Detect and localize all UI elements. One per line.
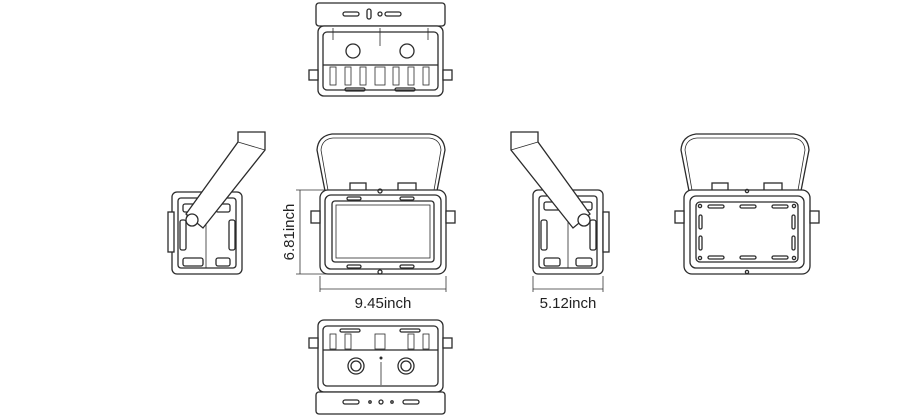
rear-view bbox=[674, 133, 820, 275]
bottom-view bbox=[308, 319, 453, 415]
right-side-view bbox=[510, 131, 610, 275]
height-label: 6.81inch bbox=[281, 204, 298, 261]
width-dimension: 9.45inch bbox=[319, 276, 447, 312]
depth-label: 5.12inch bbox=[540, 295, 597, 312]
depth-dimension: 5.12inch bbox=[532, 276, 604, 312]
top-view bbox=[308, 2, 453, 97]
front-view bbox=[310, 133, 456, 275]
height-dimension: 6.81inch bbox=[281, 189, 350, 275]
width-label: 9.45inch bbox=[355, 295, 412, 312]
left-side-view bbox=[167, 131, 266, 275]
